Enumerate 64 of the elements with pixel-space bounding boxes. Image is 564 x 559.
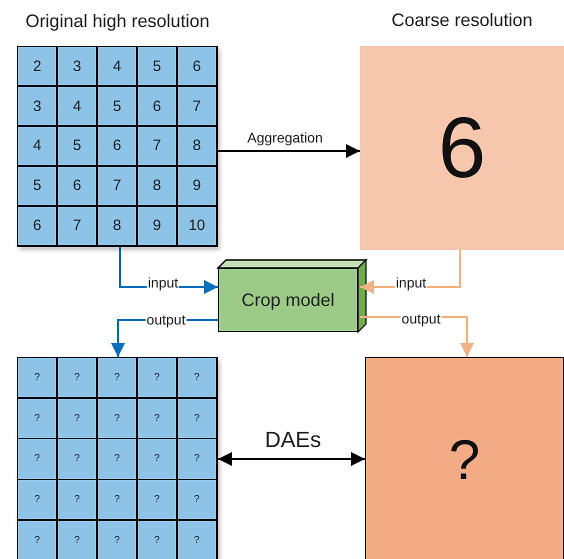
grid-cell: 9 xyxy=(136,205,178,246)
grid-cell: 5 xyxy=(16,165,58,207)
grid-cell: ? xyxy=(96,478,138,521)
grid-cell: 7 xyxy=(56,205,98,246)
cell-value: 6 xyxy=(437,105,487,191)
grid-cell: ? xyxy=(56,478,98,521)
grid-cell: 4 xyxy=(16,125,58,167)
grid-cell: 7 xyxy=(136,125,178,167)
edge-label: Aggregation xyxy=(246,130,324,146)
grid-cell: ? xyxy=(136,397,178,440)
grid-cell: ? xyxy=(176,397,218,440)
grid-cell: ? xyxy=(176,356,218,399)
grid-cell: 6 xyxy=(56,165,98,207)
arrow xyxy=(218,452,365,466)
edge-label: input xyxy=(394,276,428,290)
edge-label: input xyxy=(146,276,180,290)
grid-cell: 9 xyxy=(176,165,218,207)
grid-cell: 7 xyxy=(176,85,218,127)
grid-cell: ? xyxy=(96,519,138,559)
grid-cell: ? xyxy=(16,478,58,521)
grid-cell: ? xyxy=(136,519,178,559)
grid-cell: 8 xyxy=(136,165,178,207)
grid-cell: 3 xyxy=(56,46,98,87)
cell-value: ? xyxy=(448,432,482,488)
heading: Coarse resolution xyxy=(390,10,534,31)
grid-cell: ? xyxy=(176,478,218,521)
grid-cell: ? xyxy=(176,438,218,480)
grid xyxy=(17,357,218,559)
edge-label: output xyxy=(400,312,442,326)
coarse-cell xyxy=(365,357,564,559)
grid-cell: ? xyxy=(96,397,138,440)
grid-cell: 6 xyxy=(16,205,58,246)
grid-cell: ? xyxy=(96,438,138,480)
grid-cell: 8 xyxy=(176,125,218,167)
grid-cell: 4 xyxy=(56,85,98,127)
grid-cell: ? xyxy=(16,356,58,399)
grid-cell: 5 xyxy=(56,125,98,167)
grid-cell: 4 xyxy=(96,46,138,87)
model-block xyxy=(218,268,358,332)
grid-cell: ? xyxy=(136,478,178,521)
edge-label: output xyxy=(146,312,186,328)
grid-cell: ? xyxy=(56,438,98,480)
grid-cell: ? xyxy=(56,356,98,399)
grid-cell: ? xyxy=(16,519,58,559)
grid-cell: 2 xyxy=(16,46,58,87)
grid-cell: 6 xyxy=(136,85,178,127)
grid-cell: ? xyxy=(176,519,218,559)
grid-cell: 5 xyxy=(96,85,138,127)
grid-cell: 3 xyxy=(16,85,58,127)
grid-cell: 8 xyxy=(96,205,138,246)
block-label: Crop model xyxy=(241,290,335,310)
grid-cell: 10 xyxy=(176,205,218,246)
heading: Original high resolution xyxy=(24,11,211,32)
grid-cell: ? xyxy=(136,356,178,399)
grid-cell: ? xyxy=(56,519,98,559)
grid-cell: ? xyxy=(96,356,138,399)
grid-cell: ? xyxy=(56,397,98,440)
grid-cell: 5 xyxy=(136,46,178,87)
grid-cell: 6 xyxy=(176,46,218,87)
grid-cell: 6 xyxy=(96,125,138,167)
grid-cell: ? xyxy=(16,397,58,440)
grid-cell: 7 xyxy=(96,165,138,207)
grid-cell: ? xyxy=(136,438,178,480)
arrow xyxy=(218,144,360,158)
